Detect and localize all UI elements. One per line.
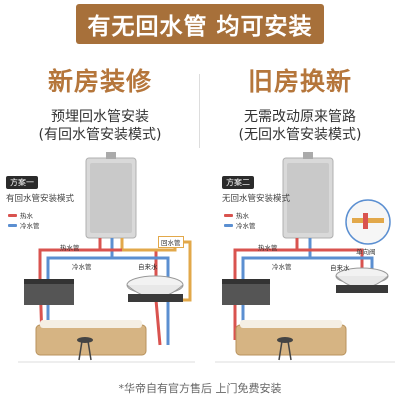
right-label-tap-water: 自来水 bbox=[330, 264, 350, 272]
right-legend-hot: 热水 bbox=[224, 210, 249, 220]
left-scheme-mode: 有回水管安装模式 bbox=[6, 194, 75, 204]
left-legend-cold: 冷水管 bbox=[8, 220, 40, 230]
left-label-tap-water: 自来水 bbox=[138, 263, 158, 271]
cold-swatch-icon bbox=[224, 223, 233, 227]
right-label-cold-pipe: 冷水管 bbox=[272, 263, 292, 271]
left-line1: 预埋回水管安装 bbox=[51, 109, 149, 125]
banner-title: 有无回水管 均可安装 bbox=[76, 4, 324, 44]
column-divider bbox=[199, 74, 200, 148]
left-scheme-tag: 方案一 bbox=[6, 176, 38, 189]
right-legend-cold-label: 冷水管 bbox=[236, 222, 256, 230]
left-label-cold-pipe: 冷水管 bbox=[72, 263, 92, 271]
footer-note: *华帝自有官方售后 上门免费安装 bbox=[118, 382, 282, 395]
left-heading: 新房装修 bbox=[47, 67, 152, 96]
right-heading: 旧房换新 bbox=[247, 67, 352, 96]
left-label-return-pipe: 回水管 bbox=[158, 236, 184, 248]
hot-swatch-icon bbox=[224, 213, 233, 217]
left-legend-cold-label: 冷水管 bbox=[20, 222, 40, 230]
left-line2: (有回水管安装模式) bbox=[38, 127, 162, 143]
right-legend-cold: 冷水管 bbox=[224, 220, 256, 230]
right-scheme-tag: 方案二 bbox=[222, 176, 254, 189]
left-legend-hot-label: 热水 bbox=[20, 212, 33, 220]
right-line2: (无回水管安装模式) bbox=[238, 127, 362, 143]
left-legend-hot: 热水 bbox=[8, 210, 33, 220]
right-line1: 无需改动原来管路 bbox=[244, 109, 356, 125]
left-scene bbox=[18, 152, 195, 363]
right-label-hot-pipe: 热水管 bbox=[258, 244, 278, 252]
hot-swatch-icon bbox=[8, 213, 17, 217]
left-label-hot-pipe: 热水管 bbox=[60, 244, 80, 252]
right-label-single-valve: 单向阀 bbox=[356, 248, 376, 256]
right-scene bbox=[215, 152, 395, 363]
right-scheme-mode: 无回水管安装模式 bbox=[222, 194, 291, 204]
cold-swatch-icon bbox=[8, 223, 17, 227]
right-legend-hot-label: 热水 bbox=[236, 212, 249, 220]
